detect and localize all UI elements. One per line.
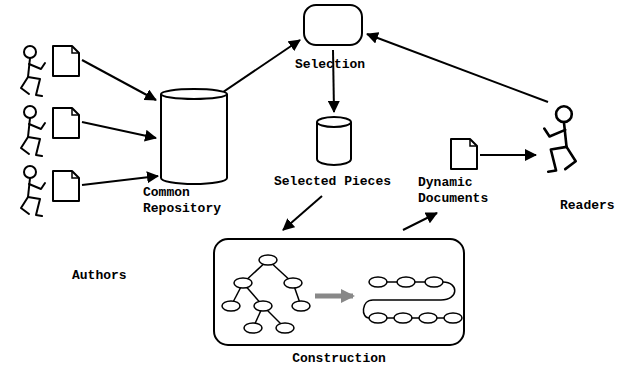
construction-box-outline — [213, 238, 465, 346]
flow-arrow — [82, 122, 156, 138]
node-label: Readers — [560, 198, 622, 214]
node-label: Dynamic Documents — [418, 175, 528, 207]
selection-box-outline — [303, 4, 363, 46]
node-label: Selected Pieces — [255, 174, 410, 190]
node-label: Authors — [72, 268, 142, 284]
pieces-cylinder-outline — [316, 116, 352, 166]
flow-arrow — [82, 60, 156, 100]
repository-cylinder: Common Repository — [140, 85, 240, 220]
flow-arrow — [82, 176, 158, 185]
pieces-cylinder: Selected Pieces — [255, 114, 410, 196]
reader-figure-outline — [540, 105, 580, 177]
document-icon-outline — [450, 138, 478, 170]
flow-arrow — [480, 154, 536, 156]
document-icon: Dynamic Documents — [415, 135, 540, 210]
authors-group-outline — [15, 40, 95, 215]
reader-figure: Readers — [535, 100, 625, 220]
node-label: Common Repository — [143, 185, 233, 217]
flow-arrow — [403, 213, 437, 230]
selection-box: Selection — [290, 2, 370, 77]
node-label: Selection — [290, 57, 370, 73]
authors-group: Authors — [15, 40, 145, 290]
flow-arrow — [367, 34, 548, 102]
node-label: Construction — [213, 351, 465, 367]
repository-cylinder-outline — [160, 88, 228, 185]
construction-box: Construction — [213, 238, 469, 372]
flow-arrow — [283, 196, 322, 230]
